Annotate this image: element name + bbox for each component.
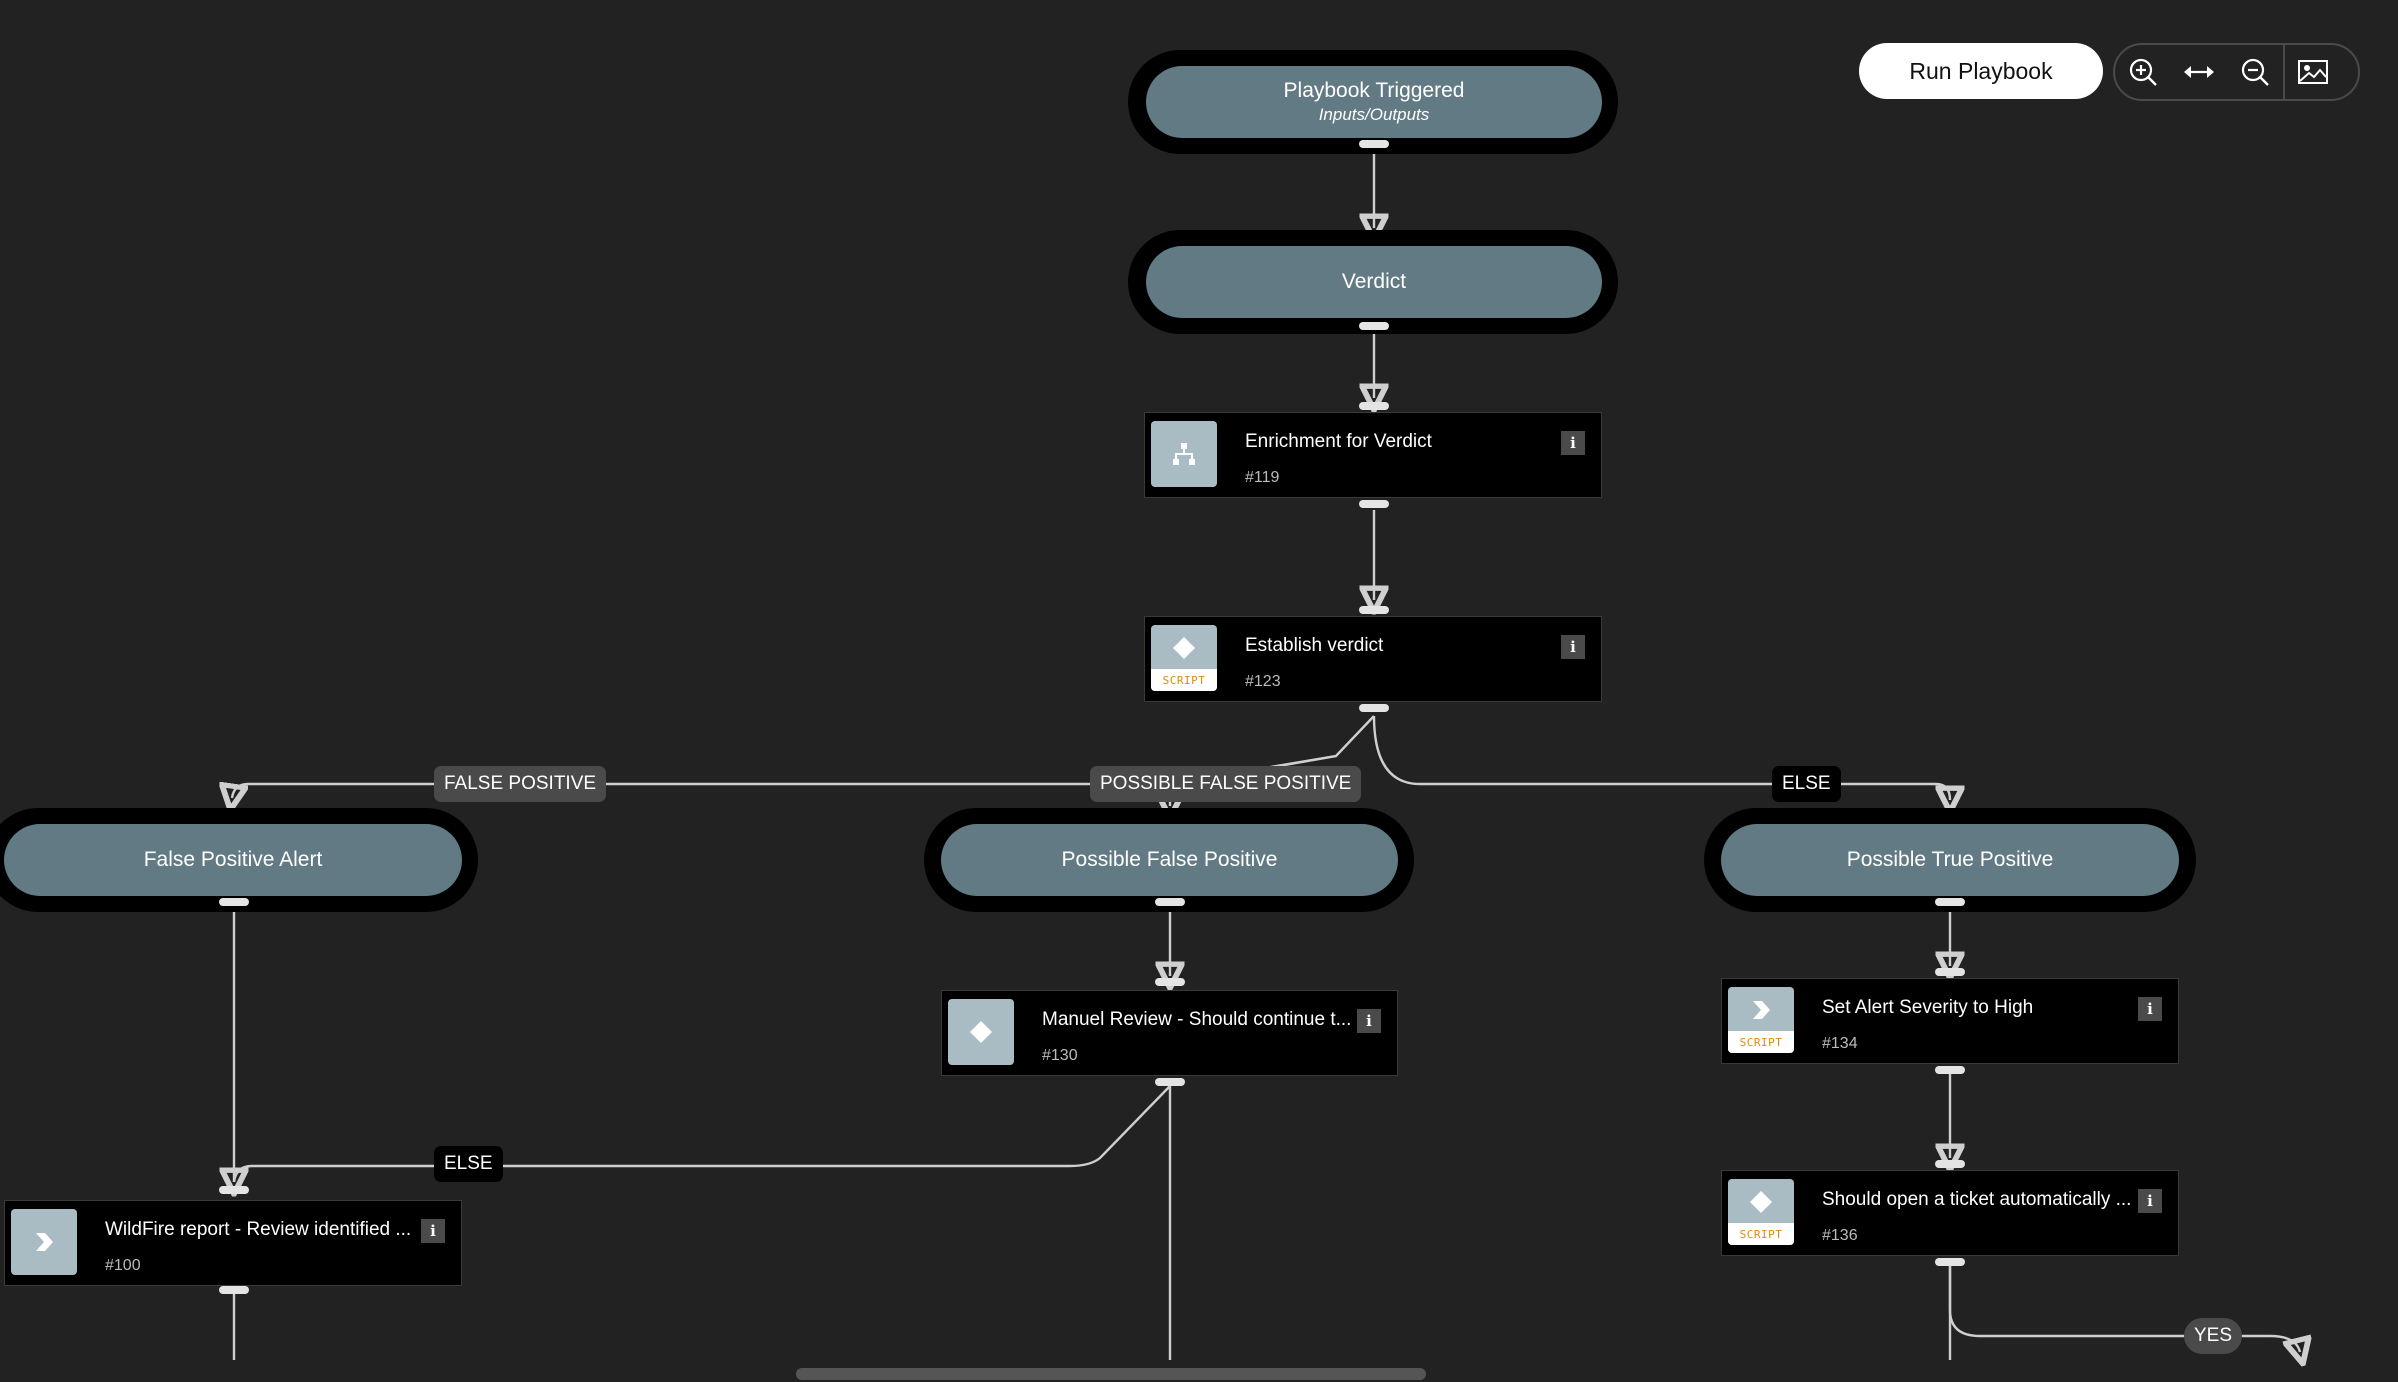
script-badge: SCRIPT: [1151, 669, 1217, 691]
connector-handle[interactable]: [219, 1286, 249, 1294]
connector-handle[interactable]: [1359, 500, 1389, 508]
connector-handle[interactable]: [1155, 898, 1185, 906]
image-icon[interactable]: [2285, 45, 2341, 99]
connector-handle[interactable]: [1359, 704, 1389, 712]
run-icon: SCRIPT: [1728, 987, 1794, 1053]
edge-label-else[interactable]: ELSE: [1772, 766, 1841, 802]
info-icon[interactable]: i: [1561, 431, 1585, 455]
connector-handle[interactable]: [219, 898, 249, 906]
condition-icon: SCRIPT: [1728, 1179, 1794, 1245]
condition-icon: SCRIPT: [1151, 625, 1217, 691]
false-positive-alert-node[interactable]: False Positive Alert: [4, 824, 462, 896]
connector-handle[interactable]: [1359, 402, 1389, 410]
task-set-alert-severity[interactable]: SCRIPT Set Alert Severity to High #134 i: [1721, 978, 2179, 1064]
connector-handle[interactable]: [1155, 1078, 1185, 1086]
zoom-out-icon[interactable]: [2227, 45, 2283, 99]
zoom-in-icon[interactable]: [2115, 45, 2171, 99]
verdict-section-node[interactable]: Verdict: [1146, 246, 1602, 318]
playbook-triggered-node[interactable]: Playbook Triggered Inputs/Outputs: [1146, 66, 1602, 138]
connector-handle[interactable]: [1359, 322, 1389, 330]
horizontal-scrollbar[interactable]: [796, 1368, 1426, 1380]
connector-handle[interactable]: [1935, 1258, 1965, 1266]
run-icon: [11, 1209, 77, 1275]
task-should-open-ticket[interactable]: SCRIPT Should open a ticket automaticall…: [1721, 1170, 2179, 1256]
edge-label-possible-false-positive[interactable]: POSSIBLE FALSE POSITIVE: [1090, 766, 1362, 802]
info-icon[interactable]: i: [421, 1219, 445, 1243]
connector-handle[interactable]: [1935, 1160, 1965, 1168]
connector-handle[interactable]: [1155, 978, 1185, 986]
task-title: Establish verdict: [1245, 635, 1384, 656]
connector-handle[interactable]: [1359, 140, 1389, 148]
toolbar-divider: [2283, 45, 2285, 99]
info-icon[interactable]: i: [2138, 1189, 2162, 1213]
edge-label-yes[interactable]: YES: [2184, 1318, 2243, 1354]
connector-handle[interactable]: [219, 1186, 249, 1194]
playbook-triggered-label: Playbook Triggered: [1283, 79, 1465, 102]
inputs-outputs-link[interactable]: Inputs/Outputs: [1318, 105, 1430, 124]
info-icon[interactable]: i: [2138, 997, 2162, 1021]
task-title: Manuel Review - Should continue t...: [1042, 1009, 1352, 1030]
task-establish-verdict[interactable]: SCRIPT Establish verdict #123 i: [1144, 616, 1602, 702]
connector-handle[interactable]: [1935, 1066, 1965, 1074]
task-title: Should open a ticket automatically ...: [1822, 1189, 2132, 1210]
false-positive-alert-label: False Positive Alert: [143, 848, 323, 871]
edge-label-false-positive[interactable]: FALSE POSITIVE: [434, 766, 607, 802]
task-enrichment-for-verdict[interactable]: Enrichment for Verdict #119 i: [1144, 412, 1602, 498]
condition-icon: [948, 999, 1014, 1065]
script-badge: SCRIPT: [1728, 1031, 1794, 1053]
possible-true-positive-label: Possible True Positive: [1846, 848, 2054, 871]
script-badge: SCRIPT: [1728, 1223, 1794, 1245]
task-number: #123: [1245, 673, 1281, 690]
info-icon[interactable]: i: [1357, 1009, 1381, 1033]
task-number: #100: [105, 1257, 141, 1274]
edge-label-else[interactable]: ELSE: [434, 1146, 503, 1182]
task-title: WildFire report - Review identified ...: [105, 1219, 412, 1240]
fit-width-icon[interactable]: [2171, 45, 2227, 99]
task-title: Set Alert Severity to High: [1822, 997, 2034, 1018]
sub-playbook-icon: [1151, 421, 1217, 487]
possible-false-positive-label: Possible False Positive: [1061, 848, 1278, 871]
possible-false-positive-node[interactable]: Possible False Positive: [941, 824, 1398, 896]
task-wildfire-report[interactable]: WildFire report - Review identified ... …: [4, 1200, 462, 1286]
run-playbook-button[interactable]: Run Playbook: [1859, 43, 2103, 99]
task-manual-review[interactable]: Manuel Review - Should continue t... #13…: [941, 990, 1398, 1076]
verdict-label: Verdict: [1341, 270, 1407, 293]
task-number: #130: [1042, 1047, 1078, 1064]
task-number: #134: [1822, 1035, 1858, 1052]
zoom-toolbar: [2113, 43, 2360, 101]
task-number: #119: [1245, 469, 1280, 486]
task-title: Enrichment for Verdict: [1245, 431, 1432, 452]
task-number: #136: [1822, 1227, 1858, 1244]
connector-handle[interactable]: [1935, 898, 1965, 906]
connector-handle[interactable]: [1935, 968, 1965, 976]
connector-handle[interactable]: [1359, 606, 1389, 614]
possible-true-positive-node[interactable]: Possible True Positive: [1721, 824, 2179, 896]
info-icon[interactable]: i: [1561, 635, 1585, 659]
